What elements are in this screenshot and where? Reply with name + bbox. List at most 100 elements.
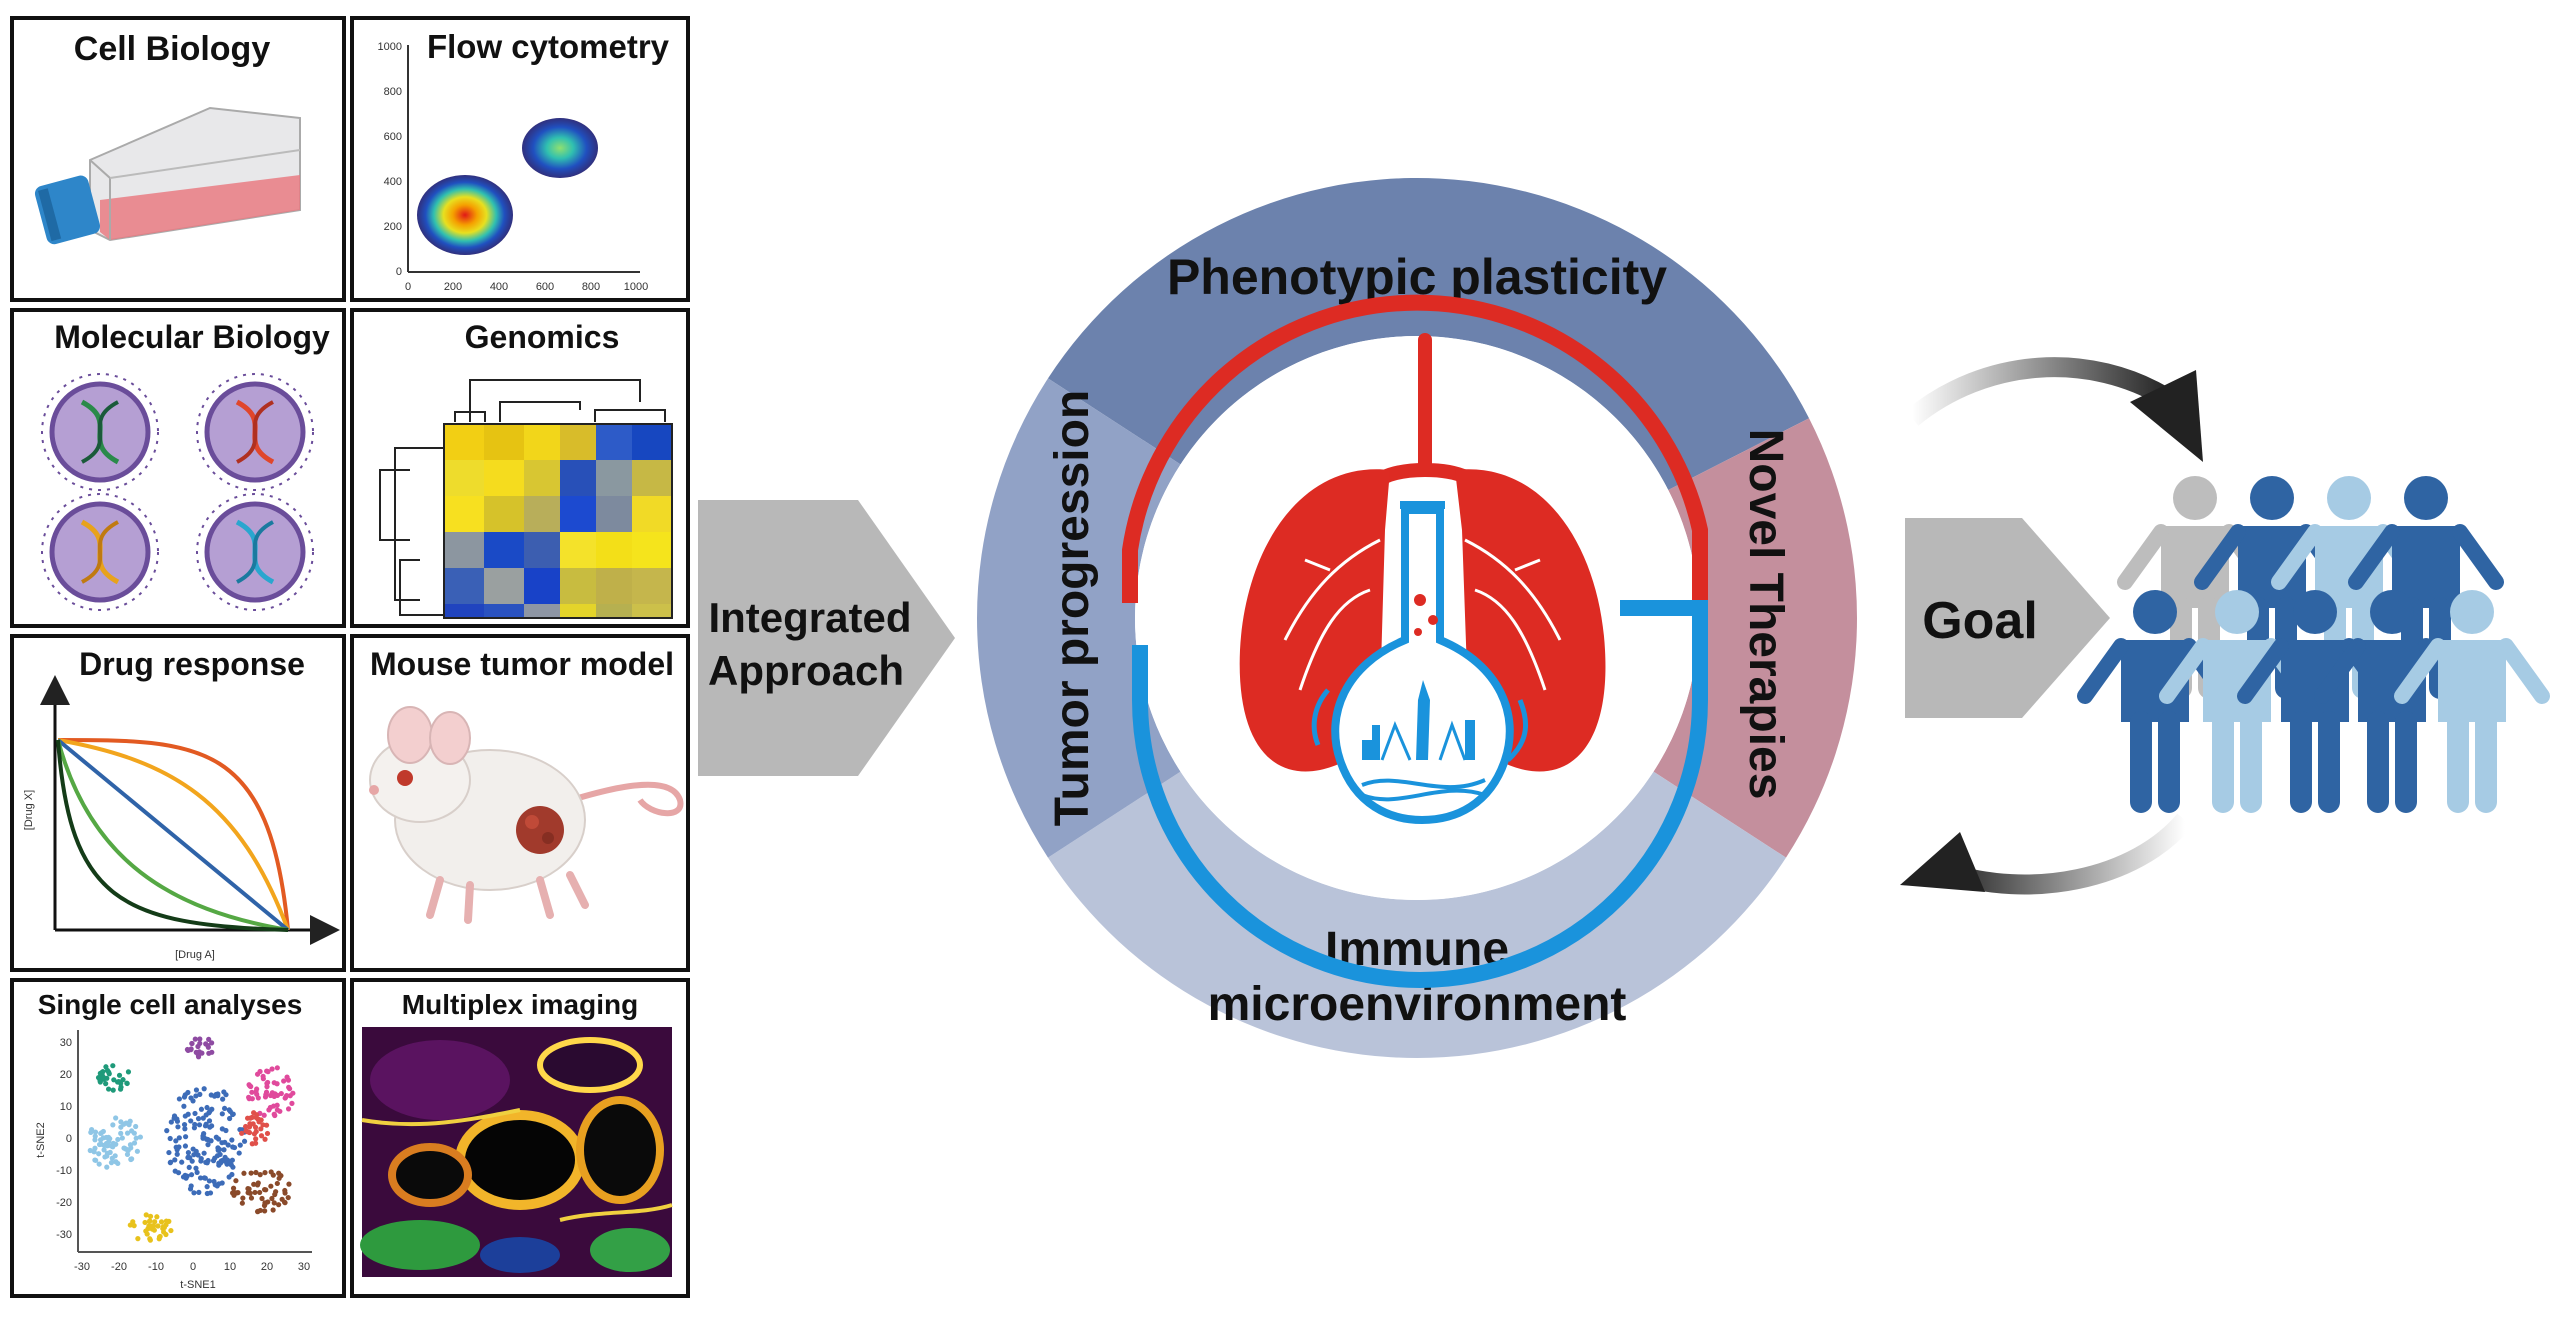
tsne-dot xyxy=(206,1118,213,1124)
tsne-dot xyxy=(184,1046,191,1053)
tsne-ytick: -20 xyxy=(56,1197,72,1209)
tsne-dot xyxy=(126,1122,132,1128)
tsne-dot xyxy=(181,1121,188,1128)
cycle-arrow-top xyxy=(1905,357,2203,462)
tsne-dot xyxy=(268,1169,274,1175)
flow-ytick: 200 xyxy=(384,221,402,233)
tsne-dot xyxy=(130,1219,136,1225)
tsne-dot xyxy=(229,1137,235,1143)
tsne-dot xyxy=(146,1218,153,1225)
tsne-dot xyxy=(277,1108,283,1114)
tsne-dot xyxy=(131,1130,137,1136)
tsne-dot xyxy=(271,1111,277,1117)
tsne-dot xyxy=(127,1142,134,1148)
tsne-dot xyxy=(142,1219,148,1226)
tsne-dot xyxy=(239,1130,245,1136)
tsne-dot xyxy=(143,1212,149,1218)
tsne-dot xyxy=(168,1119,174,1125)
tsne-dot xyxy=(237,1142,243,1148)
tsne-dot xyxy=(286,1181,292,1187)
tsne-dot xyxy=(210,1158,217,1164)
curve-green xyxy=(56,739,289,932)
tsne-dot xyxy=(100,1069,106,1075)
tsne-dot xyxy=(174,1116,180,1122)
lung-logo xyxy=(1122,294,1708,988)
tsne-dot xyxy=(282,1187,288,1194)
tsne-dot xyxy=(182,1172,188,1178)
tsne-xlabel: t-SNE1 xyxy=(180,1279,215,1291)
tsne-dot xyxy=(96,1151,102,1157)
tsne-dot xyxy=(270,1207,276,1213)
tsne-dot xyxy=(262,1136,268,1142)
tsne-clusters xyxy=(87,1036,296,1243)
tsne-dot xyxy=(172,1157,178,1163)
panel-title-flow-cytometry: Flow cytometry xyxy=(427,28,670,65)
tsne-dot xyxy=(230,1111,236,1117)
tsne-dot xyxy=(245,1190,251,1196)
tsne-dot xyxy=(133,1123,139,1130)
tsne-dot xyxy=(183,1134,189,1140)
panel-flow-cytometry: Flow cytometry 1000 800 600 400 200 0 0 … xyxy=(350,16,690,302)
tsne-dot xyxy=(229,1157,235,1163)
tsne-dot xyxy=(263,1092,269,1098)
tsne-dot xyxy=(96,1141,103,1148)
virus-dna-icons xyxy=(41,373,314,611)
panel-title-molecular-biology: Molecular Biology xyxy=(54,319,330,355)
tsne-dot xyxy=(204,1104,210,1111)
tsne-dot xyxy=(263,1187,269,1193)
tsne-dot xyxy=(179,1159,185,1165)
tsne-dot xyxy=(221,1147,227,1153)
multiplex-image xyxy=(360,1027,673,1277)
tsne-dot xyxy=(176,1096,182,1102)
tsne-dot xyxy=(103,1081,109,1087)
tsne-dot xyxy=(131,1140,138,1146)
panel-molecular-biology: Molecular Biology xyxy=(10,308,346,628)
culture-flask-icon xyxy=(34,106,301,245)
panel-title-single-cell: Single cell analyses xyxy=(38,989,303,1020)
tsne-dot xyxy=(255,1095,261,1101)
tsne-dot xyxy=(155,1223,161,1229)
tsne-dot xyxy=(188,1172,195,1178)
tsne-dot xyxy=(134,1148,140,1154)
tsne-dot xyxy=(121,1121,127,1127)
tsne-dot xyxy=(200,1135,206,1141)
tsne-dot xyxy=(195,1054,202,1060)
tsne-dot xyxy=(213,1134,219,1140)
person-icon xyxy=(2314,590,2470,813)
goal-label: Goal xyxy=(1922,592,2038,650)
tsne-dot xyxy=(207,1109,213,1115)
tsne-dot xyxy=(185,1150,192,1156)
tsne-dot xyxy=(285,1194,291,1201)
tsne-dot xyxy=(173,1138,179,1144)
tsne-dot xyxy=(284,1074,290,1080)
tsne-dot xyxy=(104,1153,110,1159)
flow-ytick: 1000 xyxy=(378,41,402,53)
tsne-dot xyxy=(220,1096,226,1102)
tsne-dot xyxy=(257,1189,263,1196)
tsne-dot xyxy=(197,1091,203,1097)
flow-ytick: 600 xyxy=(384,131,402,143)
flow-xtick: 800 xyxy=(582,281,600,293)
tsne-dot xyxy=(276,1202,282,1208)
tsne-dot xyxy=(192,1110,198,1117)
tsne-dot xyxy=(199,1050,205,1056)
tsne-dot xyxy=(156,1234,163,1240)
tsne-dot xyxy=(206,1178,212,1184)
tsne-ytick: -30 xyxy=(56,1229,72,1241)
tsne-dot xyxy=(216,1160,222,1166)
flow-xtick: 600 xyxy=(536,281,554,293)
tsne-dot xyxy=(264,1130,271,1137)
tsne-dot xyxy=(193,1087,200,1093)
tsne-dot xyxy=(257,1172,263,1178)
tsne-dot xyxy=(268,1092,274,1099)
flow-xtick: 400 xyxy=(490,281,508,293)
tsne-dot xyxy=(147,1237,153,1243)
tsne-dot xyxy=(110,1122,116,1128)
tsne-dot xyxy=(274,1092,281,1098)
dendrogram xyxy=(379,379,666,616)
tsne-dot xyxy=(262,1170,268,1176)
tsne-dot xyxy=(253,1114,259,1121)
tsne-dot xyxy=(198,1158,204,1164)
flow-xtick: 200 xyxy=(444,281,462,293)
tsne-dot xyxy=(205,1142,211,1148)
